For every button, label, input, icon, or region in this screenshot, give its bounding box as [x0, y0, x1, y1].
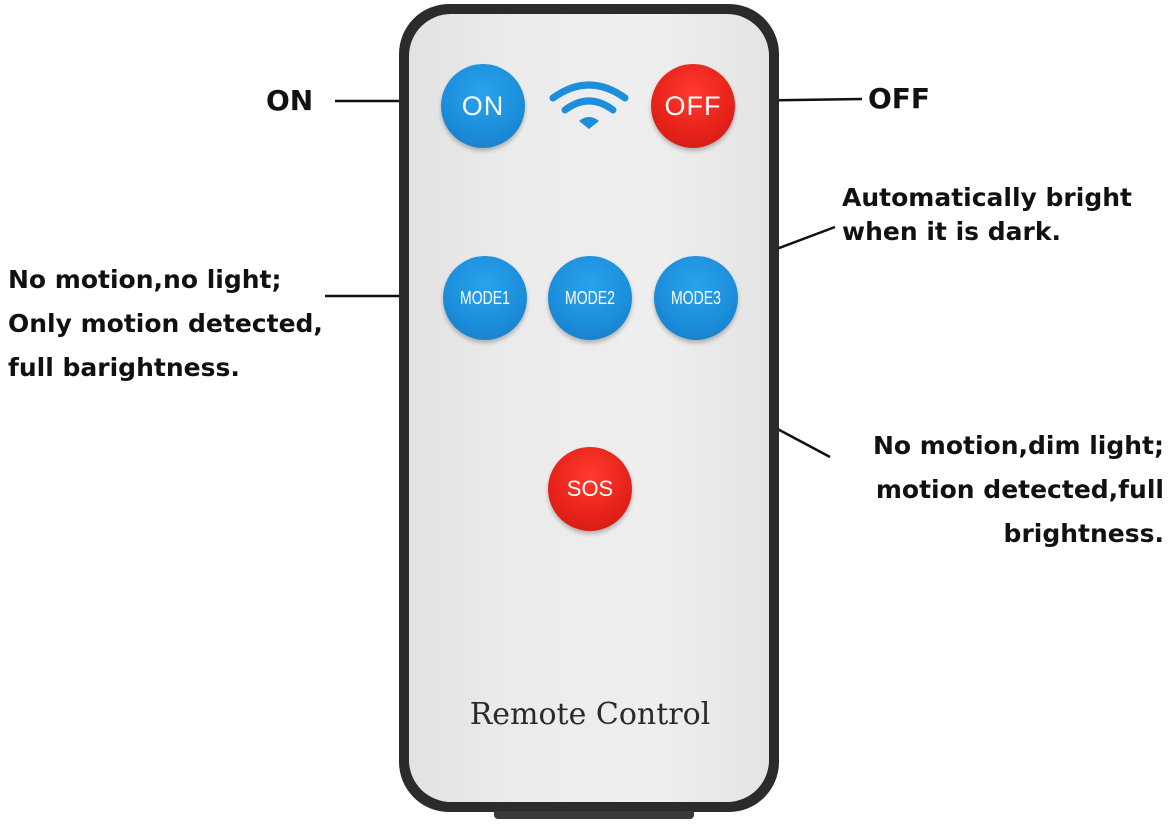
callout-mode3-line1: Automatically bright	[842, 183, 1132, 212]
on-button-label: ON	[461, 90, 505, 121]
callout-mode3-line2: when it is dark.	[842, 217, 1061, 246]
wifi-icon	[549, 81, 629, 129]
sos-button-label: SOS	[566, 476, 614, 501]
callout-mode1: No motion,no light; Only motion detected…	[8, 258, 323, 390]
callout-mode2: No motion,dim light; motion detected,ful…	[873, 424, 1164, 556]
mode2-button[interactable]: MODE2	[548, 256, 632, 340]
mode3-button-label: MODE3	[671, 287, 721, 308]
on-button[interactable]: ON	[441, 64, 525, 148]
mode1-button[interactable]: MODE1	[443, 256, 527, 340]
remote-foot	[494, 811, 694, 819]
callout-mode2-line1: No motion,dim light;	[872, 431, 1164, 460]
callout-mode2-line2: motion detected,full	[875, 475, 1164, 504]
remote-title: Remote Control	[469, 697, 711, 732]
callout-mode3: Automatically bright when it is dark.	[842, 181, 1132, 249]
callout-off-text: OFF	[868, 82, 931, 115]
mode2-button-label: MODE2	[565, 287, 615, 308]
callout-mode1-line3: full barightness.	[8, 353, 240, 382]
sos-button[interactable]: SOS	[548, 447, 632, 531]
mode3-button[interactable]: MODE3	[654, 256, 738, 340]
callout-off: OFF	[868, 82, 930, 115]
off-button-label: OFF	[664, 90, 722, 121]
mode1-button-label: MODE1	[460, 287, 510, 308]
off-button[interactable]: OFF	[651, 64, 735, 148]
callout-on: ON	[266, 84, 313, 117]
callout-mode1-line1: No motion,no light;	[8, 265, 282, 294]
callout-mode1-line2: Only motion detected,	[8, 309, 323, 338]
callout-mode2-line3: brightness.	[1003, 519, 1164, 548]
callout-on-text: ON	[266, 84, 314, 117]
